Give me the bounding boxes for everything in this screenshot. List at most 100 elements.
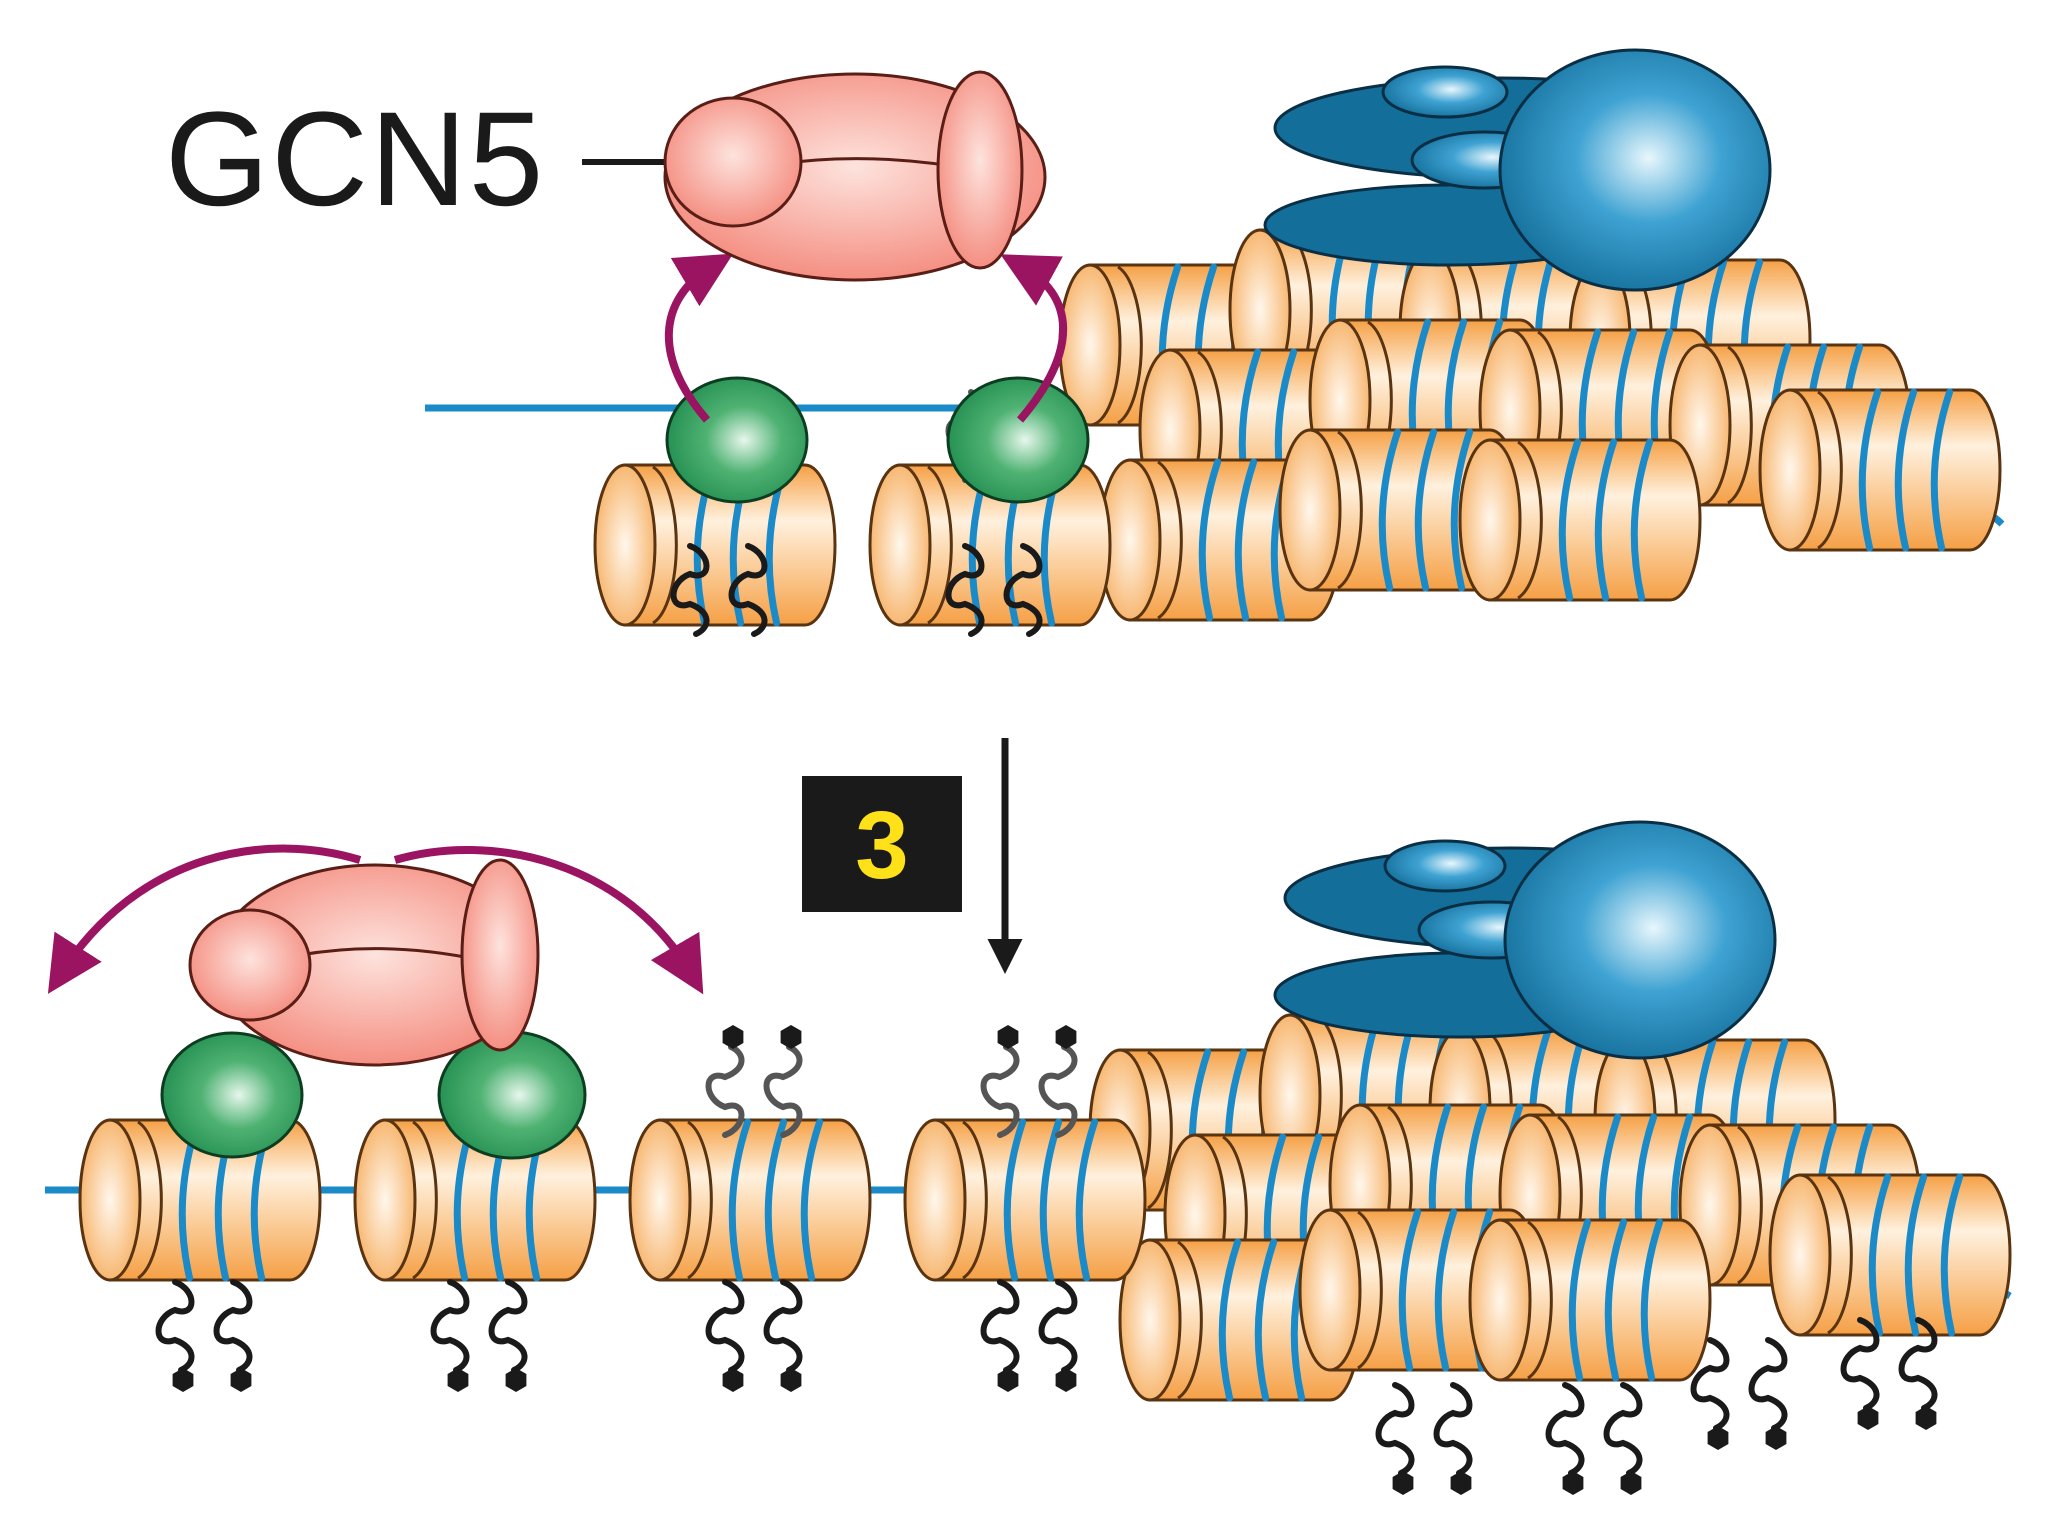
complex-large-globe [1503, 820, 1777, 1060]
histone-tail [763, 1044, 803, 1138]
gcn5-body-seam [299, 947, 481, 962]
histone-tails-bottom [980, 1279, 1078, 1392]
acetyl-mark [1707, 1426, 1729, 1450]
bromodomain-protein [160, 1031, 304, 1159]
dna-wrap [728, 1118, 752, 1282]
acetyl-mark [780, 1368, 802, 1392]
nucleosome-edge [1517, 440, 1543, 600]
nucleosome-body [383, 1118, 597, 1282]
nucleosome-edge [1117, 265, 1143, 425]
nucleosome-edge [412, 1120, 438, 1280]
histone-tails-bottom [1840, 1317, 1938, 1430]
dna-wrap [1434, 1208, 1458, 1372]
acetyl-mark [722, 1025, 744, 1049]
nucleosome-face [78, 1118, 142, 1282]
dna-wrap [1378, 428, 1402, 592]
nucleosome-top-2 [868, 376, 1112, 637]
histone-tails-top [980, 1025, 1078, 1138]
nucleosome [1468, 1218, 1712, 1382]
complex-small-lobe-1 [1383, 839, 1507, 893]
nucleosome-edge [137, 1120, 163, 1280]
nucleosome-bottom-1 [78, 1031, 322, 1392]
acetyl-mark [1450, 1471, 1472, 1495]
top-panel: GCN5 [165, 48, 2005, 637]
nucleosome [353, 1118, 597, 1282]
bottom-panel [45, 820, 2012, 1495]
nucleosome-body [1798, 1173, 2012, 1337]
acetyl-mark [1620, 1471, 1642, 1495]
dna-wrap [1198, 458, 1222, 622]
dna-wrap [1858, 388, 1882, 552]
dna-wrap [1450, 428, 1474, 592]
histone-tail [488, 1279, 528, 1373]
nucleosome-bottom-3 [628, 1025, 872, 1392]
dna-wrap [1640, 1218, 1664, 1382]
dna-wrap [764, 1118, 788, 1282]
nucleosome-edge [687, 1120, 713, 1280]
nucleosome-bottom-4 [903, 1025, 1147, 1392]
heterochromatin-top [1058, 228, 2002, 622]
nucleosome-body [933, 1118, 1147, 1282]
acetyl-mark [780, 1025, 802, 1049]
nucleosome-body [1788, 388, 2002, 552]
histone-tail [155, 1279, 195, 1373]
nucleosome-edge [1817, 390, 1843, 550]
step-indicator: 3 [802, 738, 1023, 974]
histone-tail [1840, 1317, 1880, 1411]
histone-tail [1690, 1337, 1730, 1431]
histone-tail [430, 1279, 470, 1373]
histone-tail [945, 543, 985, 637]
heterochromatin-tails-bottom [1375, 1317, 1938, 1495]
dna-wrap [1003, 1118, 1027, 1282]
histone-tail [1433, 1382, 1473, 1476]
nucleosome-face [1458, 438, 1522, 602]
heterochromatin-complex-top [1263, 48, 1772, 292]
nucleosome-edge [1337, 430, 1363, 590]
spreading-arrow-right [393, 845, 704, 995]
binding-arrow-left [664, 253, 734, 423]
histone-tail [1038, 1044, 1078, 1138]
nucleosome [628, 1118, 872, 1282]
nucleosome-edge [1357, 1210, 1383, 1370]
acetyl-mark [172, 1368, 194, 1392]
gcn5-subunit-left [663, 96, 803, 228]
heterochromatin-complex-bottom [1273, 820, 1777, 1060]
dna-wrap [1940, 1173, 1964, 1337]
dna-wrap [1868, 1173, 1892, 1337]
acetyl-mark [1765, 1426, 1787, 1450]
dna-wrap [1568, 1218, 1592, 1382]
histone-tails-bottom [1690, 1337, 1788, 1450]
dna-wrap [1075, 1118, 1099, 1282]
nucleosome [78, 1118, 322, 1282]
histone-tail [1545, 1382, 1585, 1476]
dna-wrap [800, 1118, 824, 1282]
nucleosome [1758, 388, 2002, 552]
nucleosome-edge [1727, 345, 1753, 505]
acetyl-mark [1857, 1406, 1879, 1430]
dna-wrap [1594, 438, 1618, 602]
gcn5-complex-top [663, 70, 1047, 282]
acetyl-mark [1392, 1471, 1414, 1495]
histone-tail [728, 543, 768, 637]
spreading-arrow-left [47, 844, 362, 994]
acetyl-mark [505, 1368, 527, 1392]
histone-tail [213, 1279, 253, 1373]
nucleosome-body [108, 1118, 322, 1282]
dna-wrap [1604, 1218, 1628, 1382]
gcn5-subunit-right [460, 858, 540, 1052]
nucleosome-edge [1147, 1050, 1173, 1210]
dna-wrap [1234, 458, 1258, 622]
acetyl-mark [1055, 1025, 1077, 1049]
histone-tails-top [705, 1025, 803, 1138]
complex-small-lobe-1 [1381, 65, 1509, 119]
dna-wrap [1218, 1238, 1242, 1402]
gcn5-complex-bottom [188, 858, 540, 1067]
nucleosome-face [1118, 1238, 1182, 1402]
nucleosome [903, 1118, 1147, 1282]
heterochromatin-bottom [1088, 1013, 2012, 1402]
histone-tail [705, 1279, 745, 1373]
dna-wrap [1039, 1118, 1063, 1282]
nucleosome-bottom-2 [353, 1030, 597, 1392]
dna-wrap [1630, 438, 1654, 602]
gcn5-label-group: GCN5 [165, 85, 700, 234]
